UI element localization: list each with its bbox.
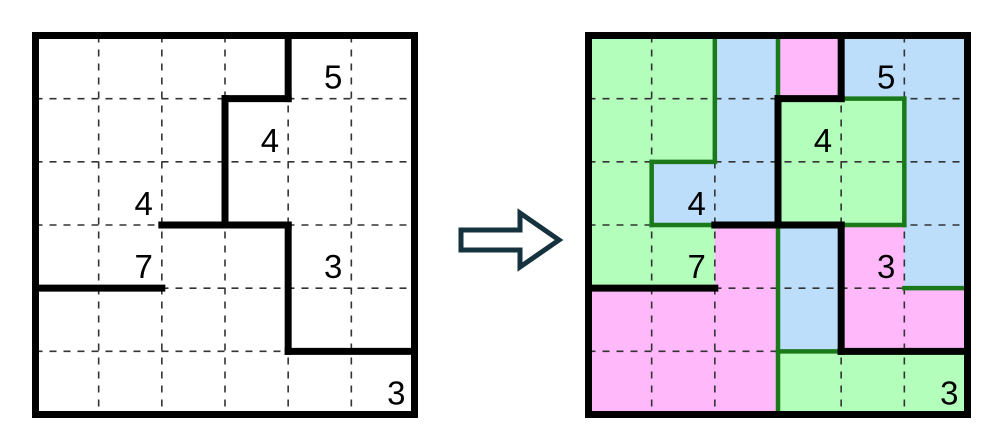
solution-cell (841, 288, 905, 352)
solution-cell (651, 351, 716, 416)
clue-number: 3 (387, 375, 405, 412)
solution-cell (841, 98, 905, 163)
clue-number: 7 (134, 248, 152, 285)
solution-cell (841, 351, 905, 416)
solution-cell (714, 288, 779, 352)
clue-number: 4 (687, 185, 705, 222)
solution-cell (904, 351, 969, 416)
solution-cell (904, 161, 969, 226)
solution-cell (778, 35, 842, 100)
clue-number: 3 (324, 248, 342, 285)
clue-number: 5 (324, 59, 342, 96)
clue-number: 7 (687, 248, 705, 285)
solution-cell (588, 161, 653, 226)
solution-grid-svg: 5 4 4 7 3 3 (585, 32, 971, 418)
solution-cell (651, 98, 716, 163)
solution-cell (778, 161, 842, 226)
solution-grid: 5 4 4 7 3 3 (585, 32, 971, 418)
right-arrow-svg (458, 208, 564, 272)
solution-cell (778, 98, 842, 163)
puzzle-grid: 5 4 4 7 3 3 (32, 32, 418, 418)
clue-number: 4 (814, 122, 832, 159)
clue-number: 3 (877, 248, 895, 285)
solution-cell (904, 35, 969, 100)
solution-cell (778, 351, 842, 416)
solution-cell (714, 351, 779, 416)
solution-cell (714, 161, 779, 226)
solution-cell (588, 35, 653, 100)
solution-cell (778, 225, 842, 289)
solution-cell (651, 161, 716, 226)
solution-cell (714, 98, 779, 163)
solution-cell (651, 225, 716, 289)
solution-cell (588, 351, 653, 416)
solution-cell (841, 225, 905, 289)
clue-number: 3 (940, 375, 958, 412)
solution-cell (778, 288, 842, 352)
grid-outer-border (32, 32, 418, 418)
solution-cell (588, 98, 653, 163)
solution-cell (714, 35, 779, 100)
solution-cell (841, 35, 905, 100)
solution-cell (841, 161, 905, 226)
solution-cell (651, 288, 716, 352)
solution-cell (588, 288, 653, 352)
clue-number: 4 (261, 122, 279, 159)
solution-cell (651, 35, 716, 100)
right-arrow-icon (458, 205, 564, 275)
solution-cell (904, 98, 969, 163)
clue-number: 4 (134, 185, 152, 222)
solution-cell (904, 288, 969, 352)
solution-cell (588, 225, 653, 289)
solution-cell (904, 225, 969, 289)
clue-number: 5 (877, 59, 895, 96)
puzzle-grid-svg: 5 4 4 7 3 3 (32, 32, 418, 418)
solution-cell (714, 225, 779, 289)
grid-outer-border (585, 32, 971, 418)
